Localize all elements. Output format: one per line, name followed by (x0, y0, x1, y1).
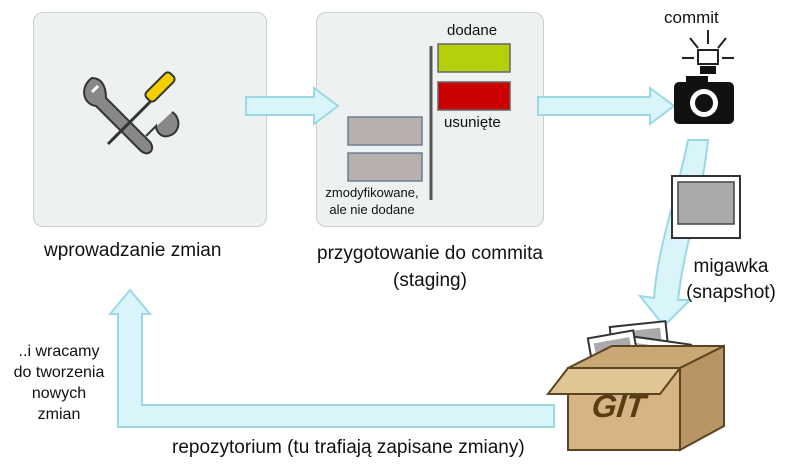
modified-box (347, 116, 423, 146)
return-note-line4: zmian (37, 406, 81, 423)
staging-label-line2: (staging) (393, 270, 467, 291)
arrow-work-to-staging (245, 86, 340, 126)
return-note-line1: ..i wracamy (18, 343, 100, 360)
work-panel (33, 12, 267, 227)
modified-label-line2: ale nie dodane (329, 202, 415, 217)
tools-icon (83, 71, 180, 155)
removed-box (437, 81, 511, 111)
return-note-line2: do tworzenia (13, 364, 105, 381)
snapshot-photo-icon (671, 175, 741, 239)
git-box-icon (545, 320, 725, 452)
git-box-text: GIT (590, 388, 648, 424)
modified-label-line1: zmodyfikowane, (325, 185, 419, 200)
commit-label: commit (664, 8, 719, 27)
arrow-repo-to-work (107, 288, 555, 428)
arrow-staging-to-commit (537, 86, 676, 126)
added-label: dodane (447, 22, 498, 39)
modified-box (347, 152, 423, 182)
snapshot-label-line1: migawka (693, 256, 769, 277)
staging-label-line1: przygotowanie do commita (317, 243, 543, 264)
work-label: wprowadzanie zmian (44, 240, 222, 261)
return-note-line3: nowych (31, 385, 87, 402)
staging-label: przygotowanie do commita (staging) (290, 240, 570, 294)
snapshot-label: migawka (snapshot) (676, 254, 786, 306)
repo-label: repozytorium (tu trafiają zapisane zmian… (172, 437, 525, 458)
snapshot-label-line2: (snapshot) (686, 282, 776, 303)
camera-icon (674, 30, 734, 124)
added-box (437, 43, 511, 73)
modified-label: zmodyfikowane, ale nie dodane (310, 184, 434, 218)
removed-label: usunięte (444, 114, 501, 131)
return-note: ..i wracamy do tworzenia nowych zmian (0, 341, 118, 425)
